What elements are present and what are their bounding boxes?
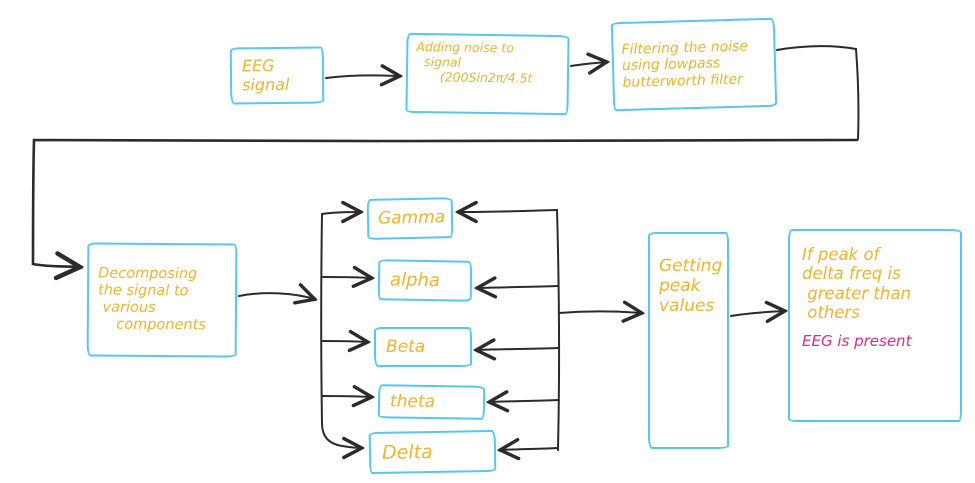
node-decomposing-signal[interactable]: Decomposing the signal to various compon… (86, 242, 238, 358)
arrow-rightbus-to-gamma (459, 210, 558, 212)
feedback-line (31, 138, 859, 267)
line-filter-to-feedback (776, 45, 860, 140)
node-band-alpha[interactable]: alpha (377, 259, 473, 302)
node-band-gamma-label: Gamma (377, 207, 446, 230)
arrow-eeg-to-noise (325, 75, 399, 78)
node-filtering-noise[interactable]: Filtering the noise using lowpass butter… (610, 17, 778, 112)
node-band-theta[interactable]: theta (377, 384, 486, 420)
arrow-bus-to-gamma (321, 212, 360, 214)
arrow-rightbus-to-beta (477, 348, 560, 350)
node-band-alpha-label: alpha (389, 269, 441, 292)
arrow-bus-to-alpha (322, 277, 371, 278)
node-eeg-signal[interactable]: EEG signal (229, 46, 325, 105)
node-band-delta[interactable]: Delta (368, 429, 497, 475)
node-decision-result: EEG is present (802, 331, 912, 350)
node-decision[interactable]: If peak of delta freq is greater than ot… (788, 229, 962, 422)
arrow-bus-to-theta (321, 396, 371, 397)
node-adding-noise[interactable]: Adding noise to signal (200Sin2π/4.5t (405, 32, 570, 116)
node-filtering-noise-label: Filtering the noise using lowpass butter… (621, 38, 749, 91)
node-band-beta[interactable]: Beta (374, 327, 472, 367)
arrow-rightbus-to-theta (490, 400, 560, 402)
node-band-gamma[interactable]: Gamma (366, 197, 454, 240)
node-getting-peak-values-label: Getting peak values (659, 256, 723, 317)
node-adding-noise-label: Adding noise to signal (200Sin2π/4.5t (415, 39, 533, 86)
node-band-beta-label: Beta (386, 336, 426, 357)
node-decomposing-signal-label: Decomposing the signal to various compon… (97, 265, 206, 334)
node-eeg-signal-label: EEG signal (241, 55, 290, 94)
arrow-noise-to-filter (570, 62, 606, 66)
node-band-theta-label: theta (389, 391, 436, 413)
arrow-bus-to-peak (558, 312, 641, 314)
arrow-peak-to-decision (730, 311, 784, 316)
left-bus-line (320, 213, 343, 447)
arrow-rightbus-to-alpha (478, 286, 559, 288)
node-band-delta-label: Delta (381, 440, 433, 464)
node-getting-peak-values[interactable]: Getting peak values (648, 232, 729, 449)
node-decision-condition: If peak of delta freq is greater than ot… (802, 245, 911, 323)
arrow-bus-to-beta (321, 341, 367, 342)
right-bus-line (556, 209, 561, 451)
arrow-bus-to-delta (341, 446, 361, 448)
arrow-decompose-to-bus (238, 293, 314, 299)
arrow-rightbus-to-delta (501, 448, 559, 450)
